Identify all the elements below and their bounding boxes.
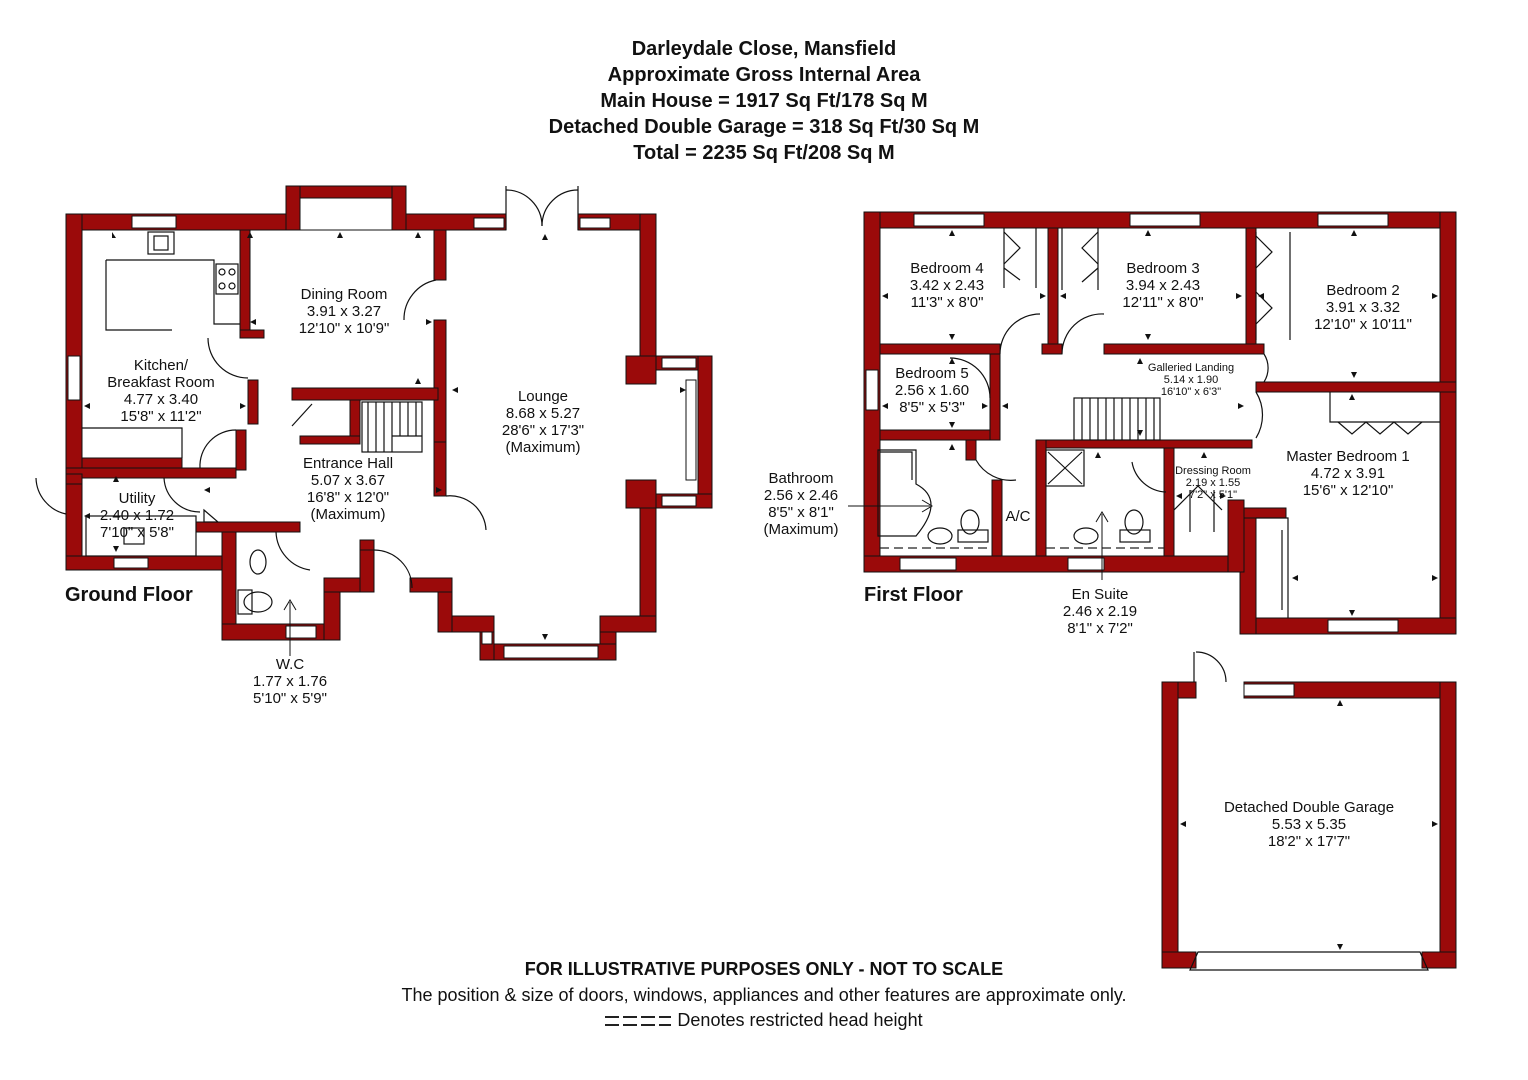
garage-area: Detached Double Garage = 318 Sq Ft/30 Sq… bbox=[548, 116, 980, 138]
plan-title-block: Darleydale Close, Mansfield Approximate … bbox=[0, 36, 1528, 166]
disclaimer-heading: FOR ILLUSTRATIVE PURPOSES ONLY - NOT TO … bbox=[524, 959, 1004, 979]
room-label-galleried-landing: Galleried Landing 5.14 x 1.90 16'10" x 6… bbox=[1147, 362, 1235, 398]
room-label-wc: W.C 1.77 x 1.76 5'10" x 5'9" bbox=[252, 656, 328, 707]
room-label-en-suite: En Suite 2.46 x 2.19 8'1" x 7'2" bbox=[1062, 586, 1138, 637]
first-floor-internal-walls bbox=[879, 227, 1457, 557]
main-house-area: Main House = 1917 Sq Ft/178 Sq M bbox=[600, 90, 928, 112]
windows bbox=[67, 197, 1399, 697]
property-address: Darleydale Close, Mansfield bbox=[631, 38, 897, 60]
room-label-bathroom: Bathroom 2.56 x 2.46 8'5" x 8'1" (Maximu… bbox=[763, 470, 839, 538]
legend-restricted-height: Denotes restricted head height bbox=[0, 1010, 1528, 1031]
garage-walls bbox=[1161, 681, 1457, 969]
room-label-bedroom-4: Bedroom 4 3.42 x 2.43 11'3" x 8'0" bbox=[909, 260, 985, 311]
area-heading: Approximate Gross Internal Area bbox=[607, 64, 921, 86]
ground-floor-heading: Ground Floor bbox=[65, 584, 193, 606]
room-label-bedroom-5: Bedroom 5 2.56 x 1.60 8'5" x 5'3" bbox=[894, 365, 970, 416]
room-label-utility: Utility 2.40 x 1.72 7'10" x 5'8" bbox=[99, 490, 175, 541]
total-area: Total = 2235 Sq Ft/208 Sq M bbox=[633, 142, 895, 164]
room-label-airing-cupboard: A/C bbox=[1005, 508, 1031, 525]
disclaimer-text: The position & size of doors, windows, a… bbox=[401, 985, 1127, 1005]
first-floor-heading: First Floor bbox=[864, 584, 963, 606]
pointer-lines bbox=[283, 499, 1109, 656]
restricted-height-swatch bbox=[605, 1016, 672, 1027]
room-label-garage: Detached Double Garage 5.53 x 5.35 18'2"… bbox=[1223, 799, 1395, 850]
line-details bbox=[35, 186, 1440, 971]
measurement-ticks bbox=[84, 230, 1438, 950]
room-label-master-bedroom: Master Bedroom 1 4.72 x 3.91 15'6" x 12'… bbox=[1286, 448, 1410, 499]
room-label-entrance-hall: Entrance Hall 5.07 x 3.67 16'8" x 12'0" … bbox=[302, 455, 394, 523]
room-label-bedroom-2: Bedroom 2 3.91 x 3.32 12'10" x 10'11" bbox=[1314, 282, 1412, 333]
room-label-lounge: Lounge 8.68 x 5.27 28'6" x 17'3" (Maximu… bbox=[501, 388, 585, 456]
room-label-dressing-room: Dressing Room 2.19 x 1.55 7'2" x 5'1" bbox=[1175, 465, 1251, 501]
room-label-bedroom-3: Bedroom 3 3.94 x 2.43 12'11" x 8'0" bbox=[1122, 260, 1204, 311]
legend-restricted-height-label: Denotes restricted head height bbox=[677, 1010, 923, 1030]
ground-floor-internal-walls bbox=[65, 229, 447, 533]
room-label-kitchen: Kitchen/ Breakfast Room 4.77 x 3.40 15'8… bbox=[107, 357, 215, 425]
room-label-dining: Dining Room 3.91 x 3.27 12'10" x 10'9" bbox=[298, 286, 390, 337]
